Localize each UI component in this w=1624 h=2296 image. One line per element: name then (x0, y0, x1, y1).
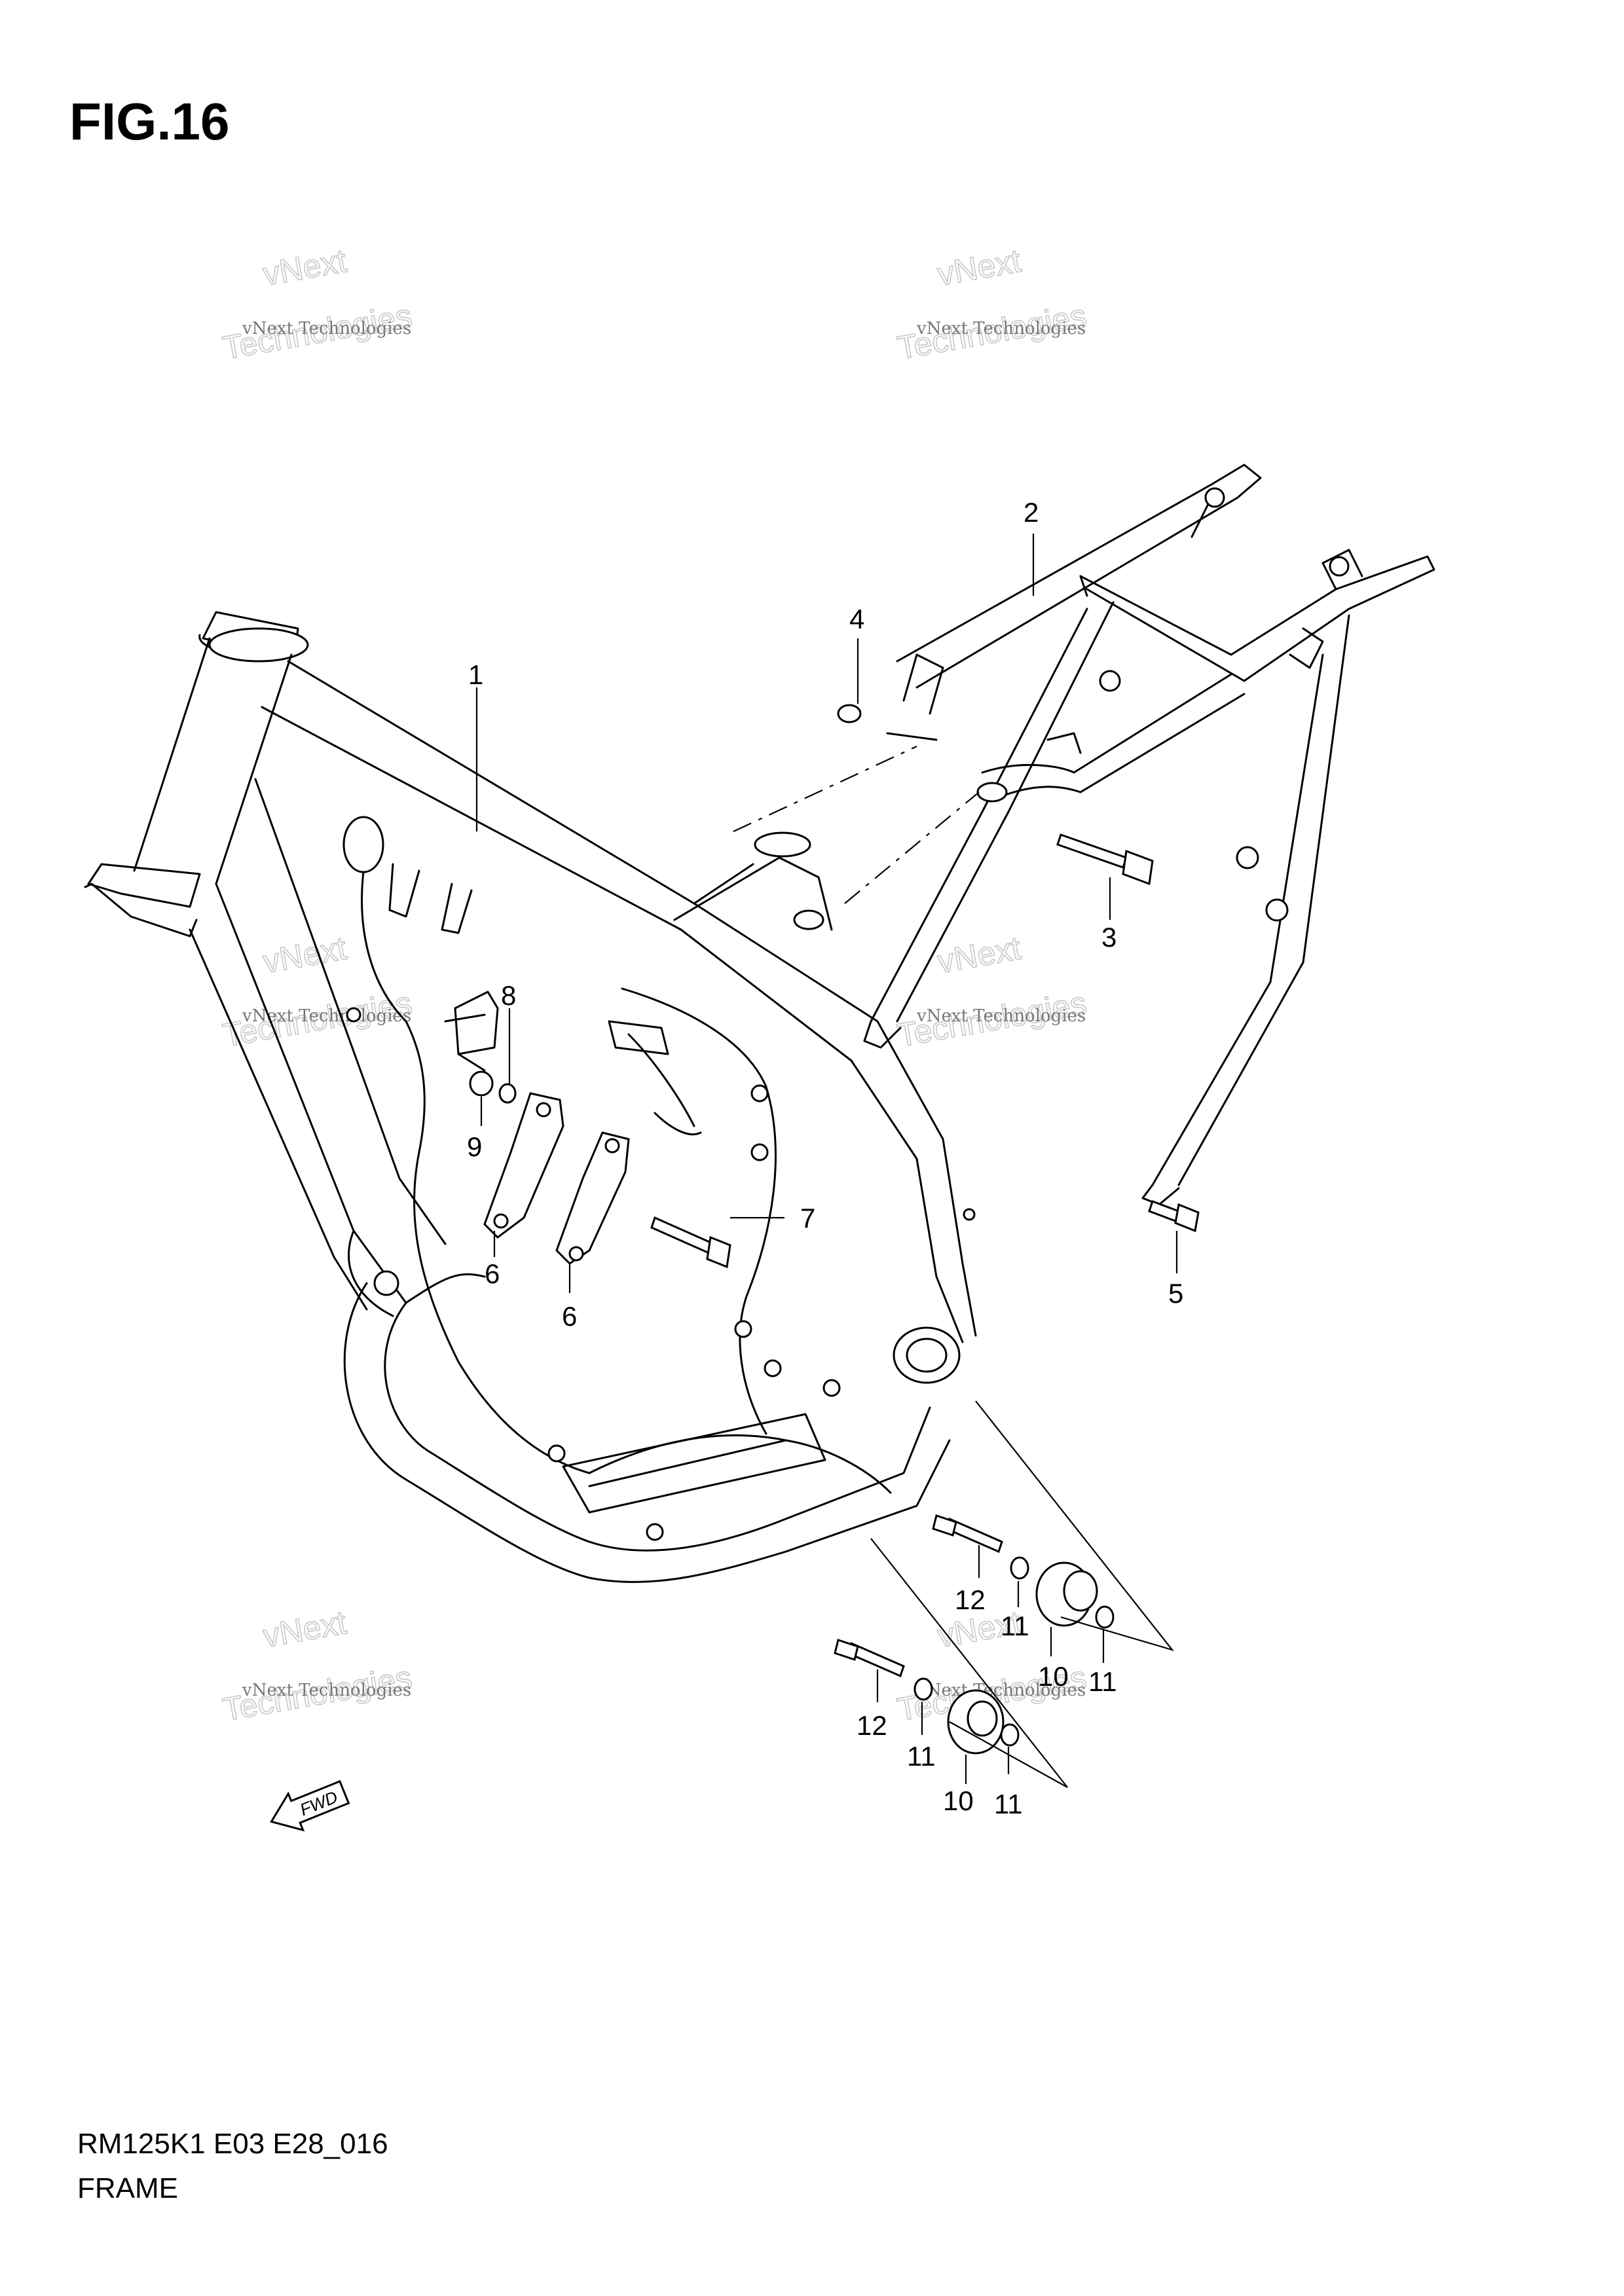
callout-11: 11 (1088, 1666, 1117, 1697)
watermark-text: vNext Technologies (916, 319, 1086, 338)
watermark-text: vNext Technologies (916, 1681, 1086, 1700)
callout-1: 1 (468, 659, 483, 690)
callout-8: 8 (501, 980, 516, 1011)
fasteners (469, 704, 1200, 1788)
watermark-text: vNext Technologies (916, 1006, 1086, 1026)
figure-title: FIG.16 (69, 92, 230, 151)
watermark-logo: vNext (260, 1604, 349, 1654)
callout-10: 10 (1038, 1661, 1069, 1692)
watermark-text: vNext Technologies (242, 1006, 411, 1026)
leader-lines (475, 534, 1178, 1784)
watermark-logo: vNext (934, 242, 1024, 293)
section-name: FRAME (77, 2172, 178, 2204)
callout-4: 4 (849, 604, 864, 634)
watermark-logo: vNext (934, 930, 1024, 980)
watermark-text: vNext Technologies (242, 319, 411, 338)
callouts: 1 2 3 4 5 6 6 7 8 9 10 10 11 11 11 11 12… (467, 497, 1183, 1819)
callout-11: 11 (907, 1741, 936, 1772)
watermark-group: vNext Technologies vNext Technologies vN… (219, 242, 1090, 1728)
forward-arrow-icon: FWD (270, 1779, 350, 1832)
watermark-text: vNext Technologies (242, 1681, 411, 1700)
callout-11: 11 (1001, 1611, 1029, 1641)
callout-5: 5 (1168, 1278, 1183, 1309)
callout-9: 9 (467, 1131, 482, 1162)
rear-subframe (733, 464, 1435, 1206)
callout-7: 7 (800, 1203, 815, 1233)
callout-12: 12 (857, 1710, 887, 1741)
watermark-logo: vNext (260, 242, 349, 293)
model-code: RM125K1 E03 E28_016 (77, 2128, 388, 2160)
callout-10: 10 (943, 1785, 974, 1816)
callout-6: 6 (485, 1258, 500, 1289)
main-frame (84, 611, 977, 1583)
watermark-logo: vNext (260, 930, 349, 980)
callout-6: 6 (562, 1301, 577, 1332)
callout-2: 2 (1024, 497, 1039, 528)
callout-11: 11 (994, 1789, 1023, 1819)
callout-3: 3 (1101, 922, 1116, 953)
callout-12: 12 (955, 1584, 986, 1615)
